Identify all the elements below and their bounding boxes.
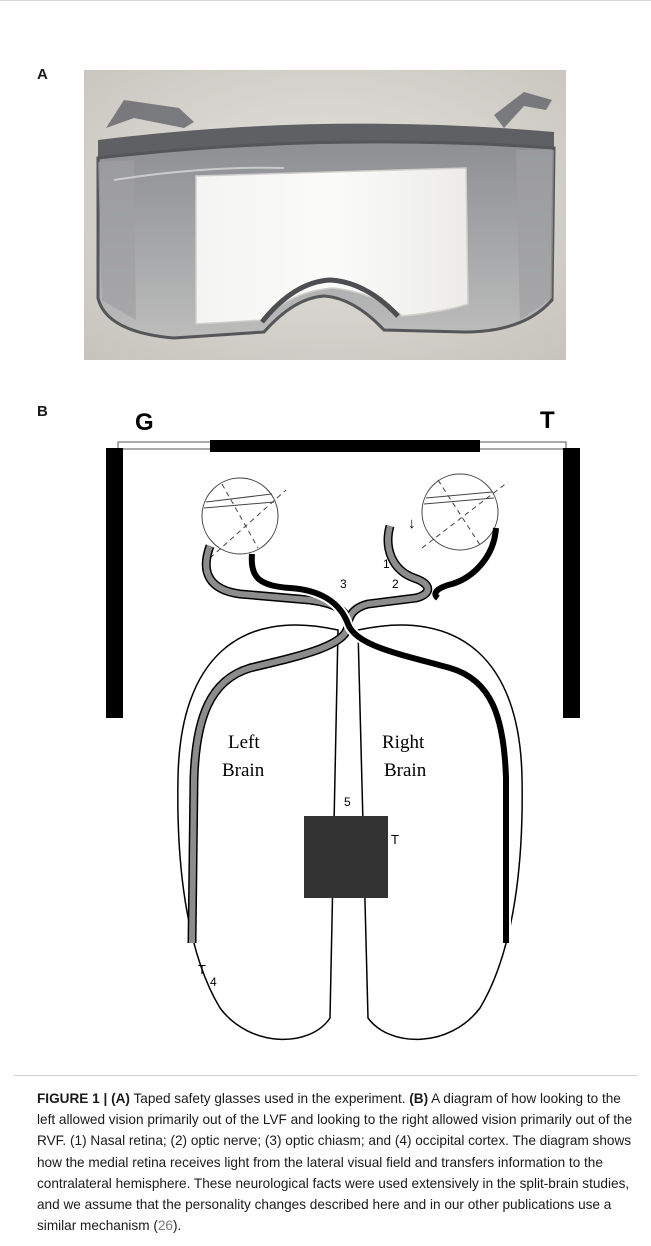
label-occipital-cortex: 4 bbox=[210, 975, 217, 989]
top-rule bbox=[0, 0, 651, 1]
caption-a-text: Taped safety glasses used in the experim… bbox=[130, 1091, 409, 1106]
marker-g: G bbox=[135, 409, 154, 436]
figure-caption: FIGURE 1 | (A) Taped safety glasses used… bbox=[37, 1088, 637, 1236]
left-eye bbox=[202, 478, 286, 558]
corpus-callosum bbox=[304, 816, 388, 898]
right-brain-label-2: Brain bbox=[384, 760, 427, 781]
panel-b-label: B bbox=[37, 403, 48, 420]
caption-a-ref: (A) bbox=[111, 1091, 130, 1106]
left-brain-label-2: Brain bbox=[222, 760, 265, 781]
figure-label: FIGURE 1 | bbox=[37, 1091, 111, 1106]
safety-glasses-image bbox=[84, 70, 566, 360]
caption-b-ref: (B) bbox=[409, 1091, 428, 1106]
caption-b-text: A diagram of how looking to the left all… bbox=[37, 1091, 632, 1233]
safety-glasses-photo bbox=[84, 70, 566, 360]
label-optic-nerve: 2 bbox=[392, 577, 399, 591]
left-side-shield bbox=[106, 448, 123, 718]
caption-end: ). bbox=[173, 1218, 181, 1233]
label-corpus-callosum: 5 bbox=[344, 795, 351, 809]
visual-pathway-diagram: G T Left Brain Right Brain 1 2 3 4 bbox=[100, 398, 590, 1048]
tape-occluder bbox=[210, 440, 480, 452]
panel-a-label: A bbox=[37, 66, 48, 83]
marker-t: T bbox=[540, 407, 555, 434]
left-brain-label-1: Left bbox=[228, 732, 260, 753]
citation-link[interactable]: 26 bbox=[158, 1218, 173, 1233]
caption-rule bbox=[14, 1075, 637, 1076]
right-brain-label-1: Right bbox=[382, 732, 425, 753]
label-nasal-retina: 1 bbox=[383, 557, 390, 571]
right-side-shield bbox=[563, 448, 580, 718]
label-optic-chiasm: 3 bbox=[340, 577, 347, 591]
label-t-right-brain: T bbox=[391, 832, 399, 847]
arrow-right-eye: ↓ bbox=[408, 515, 416, 532]
label-t-left-brain: T bbox=[198, 962, 206, 977]
